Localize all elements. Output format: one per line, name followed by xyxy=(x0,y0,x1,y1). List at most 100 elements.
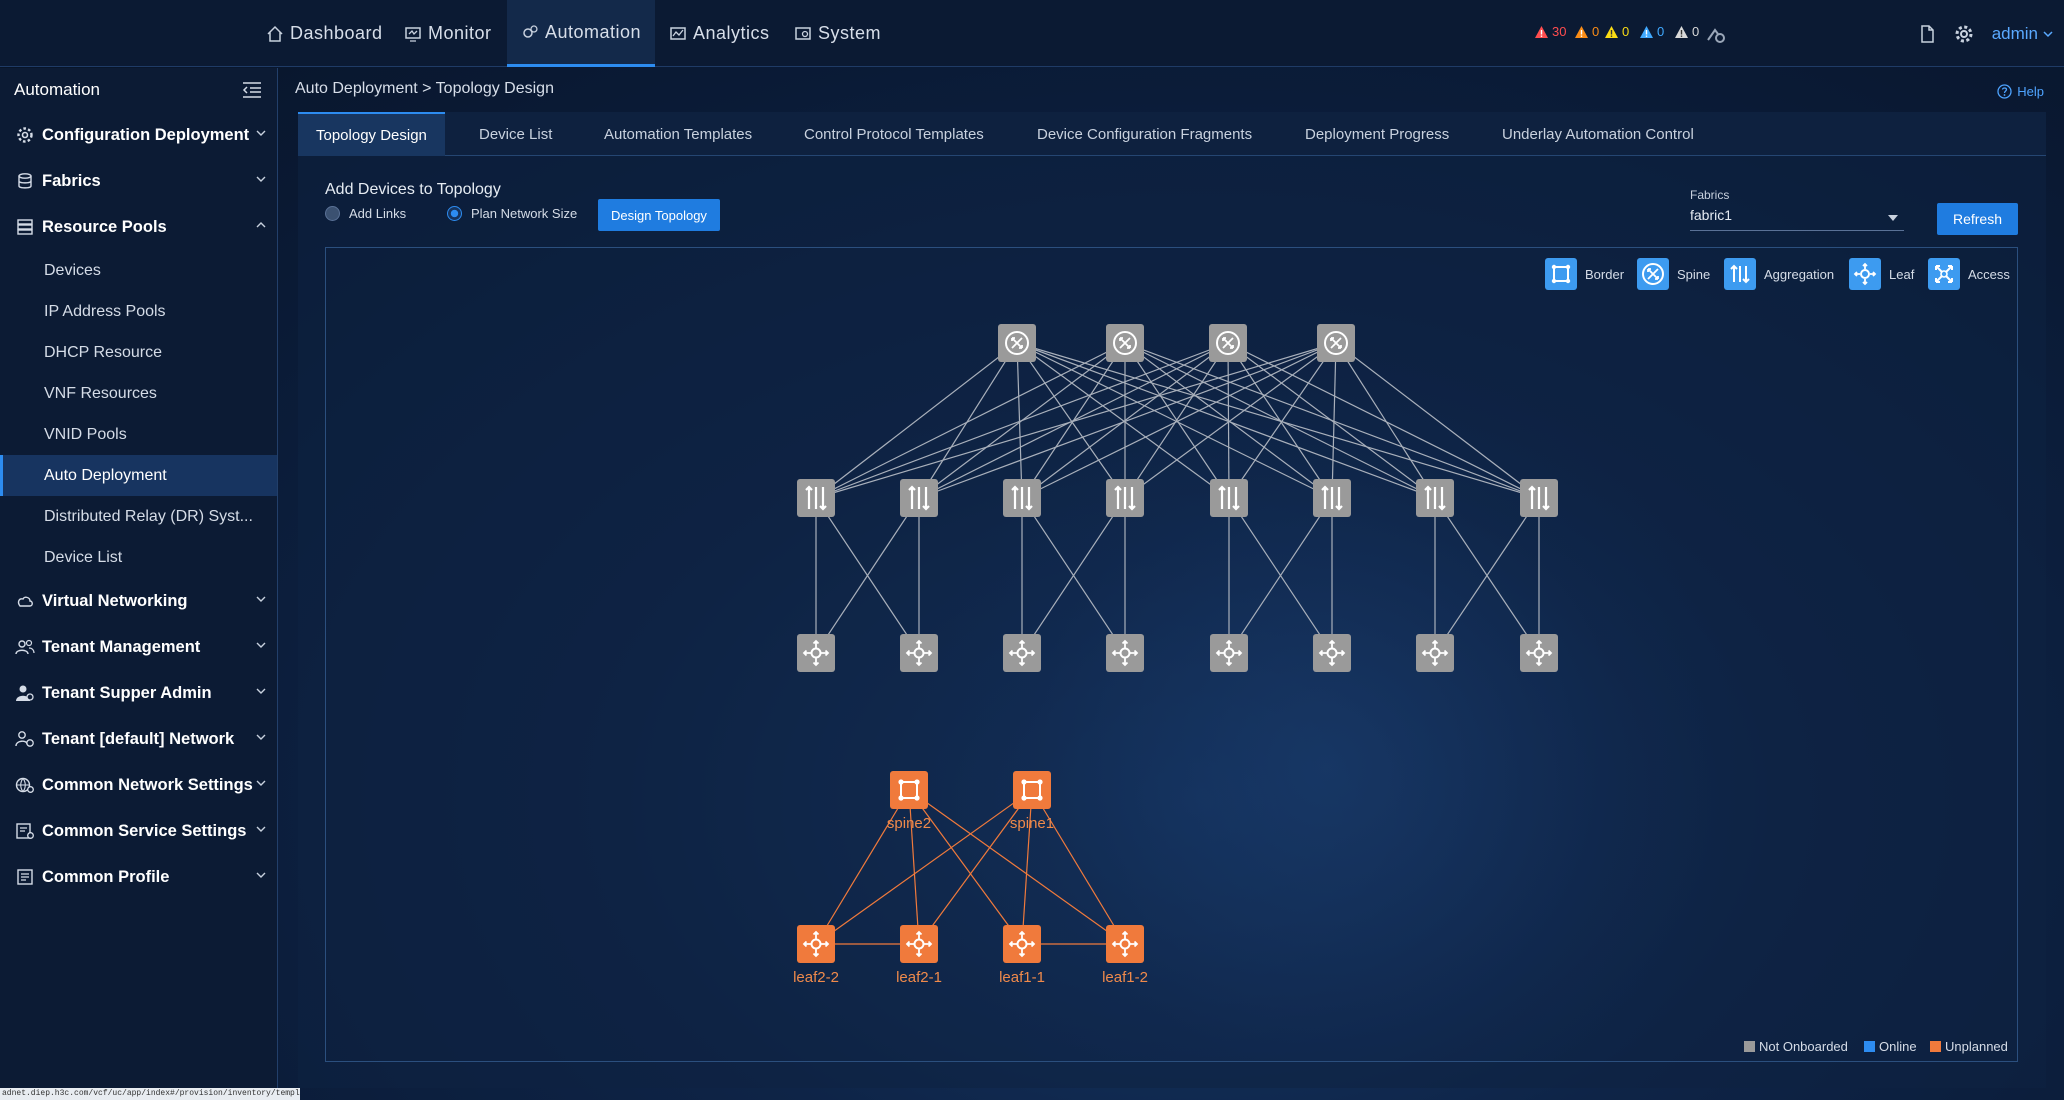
spine-aggregation-link xyxy=(815,342,1229,499)
alarm-warning[interactable]: 0 xyxy=(1639,24,1664,39)
unplanned-spine-node[interactable]: spine2 xyxy=(887,771,931,832)
alarm-count: 30 xyxy=(1552,24,1567,39)
home-icon xyxy=(267,25,283,42)
nav-automation[interactable]: Automation xyxy=(507,0,655,67)
sidebar-group-common-profile[interactable]: Common Profile xyxy=(0,854,277,900)
planned-leaf-node[interactable] xyxy=(1520,634,1558,672)
unplanned-spine-node[interactable]: spine1 xyxy=(1010,771,1054,832)
planned-aggregation-node[interactable] xyxy=(1313,479,1351,517)
sidebar-item-ip-address-pools[interactable]: IP Address Pools xyxy=(44,302,166,320)
nav-label: System xyxy=(818,23,882,43)
planned-aggregation-node[interactable] xyxy=(1416,479,1454,517)
spine-aggregation-link xyxy=(1124,342,1337,499)
sidebar-group-tenant-supper-admin[interactable]: Tenant Supper Admin xyxy=(0,670,277,716)
planned-spine-node[interactable] xyxy=(1209,324,1247,362)
planned-spine-node[interactable] xyxy=(1317,324,1355,362)
alarm-settings-icon[interactable] xyxy=(1706,26,1728,44)
top-right-tools: admin xyxy=(1918,0,2054,67)
sidebar-item-device-list[interactable]: Device List xyxy=(44,548,123,566)
planned-leaf-node[interactable] xyxy=(797,634,835,672)
radio-plan-network-size[interactable]: Plan Network Size xyxy=(447,206,577,221)
planned-aggregation-node[interactable] xyxy=(797,479,835,517)
sidebar: Automation Configuration Deployment Fabr… xyxy=(0,68,278,1092)
tab-topology-design[interactable]: Topology Design xyxy=(298,112,445,156)
planned-leaf-node[interactable] xyxy=(1313,634,1351,672)
planned-spine-node[interactable] xyxy=(1106,324,1144,362)
alarm-minor[interactable]: 0 xyxy=(1604,24,1629,39)
nav-system[interactable]: System xyxy=(780,0,895,67)
sidebar-group-configuration-deployment[interactable]: Configuration Deployment xyxy=(0,112,277,158)
sidebar-item-dhcp-resource[interactable]: DHCP Resource xyxy=(44,343,162,361)
legend-label: Access xyxy=(1968,266,2010,282)
planned-aggregation-node[interactable] xyxy=(900,479,938,517)
planned-leaf-node[interactable] xyxy=(900,634,938,672)
nav-analytics[interactable]: Analytics xyxy=(655,0,784,67)
spine-aggregation-link xyxy=(815,342,1337,499)
planned-spine-node[interactable] xyxy=(998,324,1036,362)
unplanned-leaf-node[interactable]: leaf1-1 xyxy=(999,925,1045,986)
tab-device-configuration-fragments[interactable]: Device Configuration Fragments xyxy=(1037,125,1253,143)
alarm-critical[interactable]: 30 xyxy=(1534,24,1566,39)
alarm-count: 0 xyxy=(1592,24,1600,39)
nav-monitor[interactable]: Monitor xyxy=(390,0,506,67)
sidebar-group-resource-pools[interactable]: Resource Pools xyxy=(0,204,277,250)
refresh-button[interactable]: Refresh xyxy=(1937,203,2018,235)
collapse-menu-icon[interactable] xyxy=(241,81,263,99)
unplanned-leaf-node[interactable]: leaf2-1 xyxy=(896,925,942,986)
tab-control-protocol-templates[interactable]: Control Protocol Templates xyxy=(804,125,984,143)
sidebar-group-fabrics[interactable]: Fabrics xyxy=(0,158,277,204)
alarm-info[interactable]: 0 xyxy=(1674,24,1699,39)
links-layer xyxy=(815,342,1540,945)
document-icon[interactable] xyxy=(1918,24,1936,44)
automation-icon xyxy=(523,25,538,38)
sidebar-item-vnf-resources[interactable]: VNF Resources xyxy=(44,384,157,402)
planned-leaf-node[interactable] xyxy=(1106,634,1144,672)
chevron-up-icon xyxy=(256,222,266,228)
user-menu[interactable]: admin xyxy=(1992,24,2054,44)
planned-leaf-node[interactable] xyxy=(1210,634,1248,672)
help-link[interactable]: Help xyxy=(1997,84,2044,99)
planned-aggregation-node[interactable] xyxy=(1210,479,1248,517)
leaf-icon xyxy=(1003,634,1041,672)
sidebar-group-tenant-default-network[interactable]: Tenant [default] Network xyxy=(0,716,277,762)
nav-dashboard[interactable]: Dashboard xyxy=(252,0,397,67)
sidebar-item-vnid-pools[interactable]: VNID Pools xyxy=(44,425,127,443)
tab-automation-templates[interactable]: Automation Templates xyxy=(604,125,753,143)
monitor-icon xyxy=(405,26,421,42)
status-online: Online xyxy=(1864,1039,1917,1054)
chevron-down-icon xyxy=(256,688,266,694)
border-icon xyxy=(1545,258,1577,290)
sidebar-group-virtual-networking[interactable]: Virtual Networking xyxy=(0,578,277,624)
tab-device-list[interactable]: Device List xyxy=(479,125,553,143)
tab-underlay-automation-control[interactable]: Underlay Automation Control xyxy=(1502,125,1694,143)
unplanned-leaf-node[interactable]: leaf2-2 xyxy=(793,925,839,986)
spine-aggregation-link xyxy=(1021,342,1337,499)
topology-canvas[interactable] xyxy=(325,247,2018,1062)
sidebar-item-devices[interactable]: Devices xyxy=(44,261,101,279)
chevron-down-icon xyxy=(256,826,266,832)
planned-aggregation-node[interactable] xyxy=(1003,479,1041,517)
radio-add-links[interactable]: Add Links xyxy=(325,206,406,221)
design-topology-button[interactable]: Design Topology xyxy=(598,199,720,231)
planned-leaf-node[interactable] xyxy=(1416,634,1454,672)
group-label: Fabrics xyxy=(42,171,101,190)
fabric-select[interactable]: fabric1 xyxy=(1690,207,1904,231)
sidebar-item-auto-deployment[interactable]: Auto Deployment xyxy=(0,455,277,496)
sidebar-item-dr-system[interactable]: Distributed Relay (DR) Syst... xyxy=(44,507,253,525)
gear-icon[interactable] xyxy=(1954,24,1974,44)
sidebar-group-common-network-settings[interactable]: Common Network Settings xyxy=(0,762,277,808)
sidebar-group-tenant-management[interactable]: Tenant Management xyxy=(0,624,277,670)
unplanned-leaf-node[interactable]: leaf1-2 xyxy=(1102,925,1148,986)
node-label: leaf2-2 xyxy=(793,969,839,986)
radio-label: Add Links xyxy=(349,206,407,221)
tab-deployment-progress[interactable]: Deployment Progress xyxy=(1305,125,1450,143)
planned-leaf-node[interactable] xyxy=(1003,634,1041,672)
alarm-major[interactable]: 0 xyxy=(1574,24,1599,39)
alarm-count: 0 xyxy=(1622,24,1630,39)
planned-aggregation-node[interactable] xyxy=(1106,479,1144,517)
chevron-down-icon xyxy=(256,780,266,786)
sidebar-group-common-service-settings[interactable]: Common Service Settings xyxy=(0,808,277,854)
legend-label: Border xyxy=(1585,266,1625,282)
planned-aggregation-node[interactable] xyxy=(1520,479,1558,517)
